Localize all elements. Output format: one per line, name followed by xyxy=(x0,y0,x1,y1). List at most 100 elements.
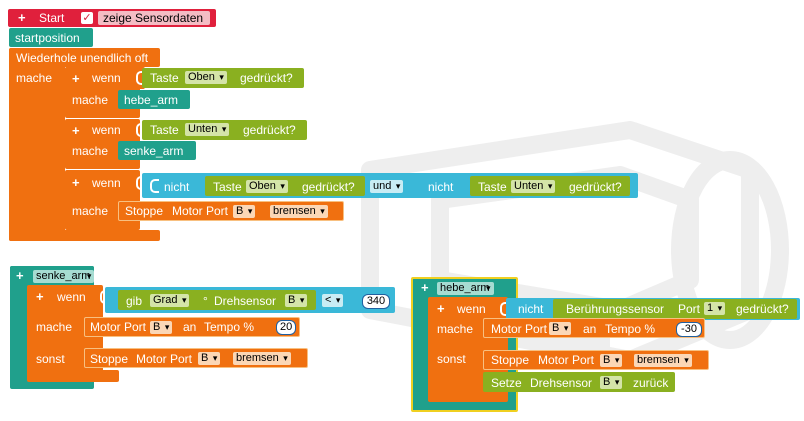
input-slot xyxy=(100,290,109,304)
repeat-forever-foot xyxy=(9,230,160,241)
reset-sensor-label: Drehsensor xyxy=(530,376,593,390)
repeat-forever-arm xyxy=(9,48,65,241)
port-dropdown[interactable]: B xyxy=(600,354,623,367)
input-slot xyxy=(136,123,145,137)
show-sensor-checkbox[interactable]: ✓ xyxy=(81,12,93,24)
senke-sonst: sonst xyxy=(36,352,65,366)
start-label: Start xyxy=(39,11,65,25)
input-slot xyxy=(150,179,159,193)
call-hebe-arm-block[interactable] xyxy=(118,90,190,109)
if3-pressed1: gedrückt? xyxy=(302,180,355,194)
call-senke-arm-block[interactable] xyxy=(118,141,196,160)
senke-mache: mache xyxy=(36,320,73,334)
operator-dropdown[interactable]: < xyxy=(322,294,344,307)
compare-value[interactable]: 340 xyxy=(362,294,390,309)
if3-wenn: wenn xyxy=(92,176,121,190)
if2-pressed: gedrückt? xyxy=(243,123,296,137)
stop-label: Stoppe xyxy=(90,352,129,366)
hebe-sonst: sonst xyxy=(437,352,466,366)
if1-mache: mache xyxy=(72,93,109,107)
motor-port-label: Motor Port xyxy=(90,320,147,334)
if1-pressed: gedrückt? xyxy=(240,71,293,85)
mode-dropdown[interactable]: bremsen xyxy=(634,354,692,367)
if2-taste: Taste xyxy=(150,123,179,137)
plus-icon[interactable]: + xyxy=(421,280,429,295)
button-dropdown[interactable]: Unten xyxy=(185,123,230,136)
motor-speed-block[interactable] xyxy=(84,317,300,337)
mode-dropdown[interactable]: bremsen xyxy=(270,205,328,218)
reset-back-label: zurück xyxy=(633,376,669,390)
call-senke-arm-label: senke_arm xyxy=(124,144,184,158)
if3-taste1: Taste xyxy=(213,180,242,194)
motor-speed-block[interactable] xyxy=(483,318,705,338)
function-name-field[interactable]: hebe_arm xyxy=(437,282,494,295)
senke-wenn: wenn xyxy=(57,290,86,304)
if3-not2: nicht xyxy=(428,180,454,194)
if3-mache: mache xyxy=(72,204,109,218)
if-else-foot xyxy=(27,370,119,382)
hebe-port-label: Port xyxy=(678,302,701,316)
plus-icon[interactable]: + xyxy=(437,301,445,316)
senke-degree: ° xyxy=(203,294,208,308)
motor-port-label: Motor Port xyxy=(136,352,193,366)
sensor-port-dropdown[interactable]: 1 xyxy=(704,302,726,315)
motor-port-label: Motor Port xyxy=(538,353,595,367)
if3-pressed2: gedrückt? xyxy=(569,180,622,194)
hebe-pressed: gedrückt? xyxy=(736,302,789,316)
repeat-mache-label: mache xyxy=(16,71,53,85)
port-dropdown[interactable]: B xyxy=(198,352,221,365)
port-dropdown[interactable]: B xyxy=(150,321,173,334)
senke-an: an xyxy=(183,320,197,334)
plus-icon[interactable]: + xyxy=(16,268,24,283)
plus-icon[interactable]: + xyxy=(72,71,80,86)
button-dropdown[interactable]: Oben xyxy=(246,180,288,193)
sensor-port-dropdown[interactable]: B xyxy=(600,376,623,389)
show-sensor-label: zeige Sensordaten xyxy=(103,11,204,25)
reset-sensor-block[interactable] xyxy=(483,372,675,392)
button-dropdown[interactable]: Oben xyxy=(185,71,227,84)
stop-label: Stoppe xyxy=(491,353,530,367)
if3-taste2: Taste xyxy=(478,180,507,194)
senke-tempo: Tempo % xyxy=(204,320,255,334)
touch-sensor-block[interactable] xyxy=(553,299,797,319)
hebe-an: an xyxy=(583,322,597,336)
hebe-wenn: wenn xyxy=(457,302,486,316)
port-dropdown[interactable]: B xyxy=(549,322,572,335)
hebe-touch: Berührungssensor xyxy=(566,302,665,316)
senke-sensor: Drehsensor xyxy=(214,294,277,308)
plus-icon[interactable]: + xyxy=(18,10,26,25)
motor-port-label: Motor Port xyxy=(491,322,548,336)
startposition-block[interactable] xyxy=(9,28,93,47)
if1-wenn: wenn xyxy=(92,71,121,85)
if-block-1-head xyxy=(65,67,145,89)
input-slot xyxy=(136,71,145,85)
hebe-mache: mache xyxy=(437,322,474,336)
input-slot xyxy=(136,176,145,190)
stop-label: Stoppe xyxy=(125,204,164,218)
if1-taste: Taste xyxy=(150,71,179,85)
input-slot xyxy=(500,302,509,316)
mode-dropdown[interactable]: bremsen xyxy=(233,352,291,365)
motor-port-label: Motor Port xyxy=(172,204,229,218)
if3-not1: nicht xyxy=(164,180,190,194)
sensor-port-dropdown[interactable]: B xyxy=(285,294,308,307)
hebe-not: nicht xyxy=(518,302,544,316)
call-hebe-arm-label: hebe_arm xyxy=(124,93,179,107)
repeat-forever-label: Wiederhole unendlich oft xyxy=(16,51,149,65)
speed-value[interactable]: -30 xyxy=(676,322,702,337)
plus-icon[interactable]: + xyxy=(36,289,44,304)
show-sensor-field[interactable] xyxy=(98,11,210,25)
speed-value[interactable]: 20 xyxy=(276,320,296,335)
reset-label: Setze xyxy=(491,376,522,390)
plus-icon[interactable]: + xyxy=(72,175,80,190)
startposition-label: startposition xyxy=(15,31,80,45)
unit-dropdown[interactable]: Grad xyxy=(150,294,190,307)
hebe-tempo: Tempo % xyxy=(605,322,656,336)
port-dropdown[interactable]: B xyxy=(233,205,256,218)
plus-icon[interactable]: + xyxy=(72,123,80,138)
if2-mache: mache xyxy=(72,144,109,158)
and-dropdown[interactable]: und xyxy=(370,180,404,193)
button-dropdown[interactable]: Unten xyxy=(511,180,556,193)
function-name-field[interactable]: senke_arm xyxy=(33,270,95,283)
senke-get: gib xyxy=(126,294,143,308)
